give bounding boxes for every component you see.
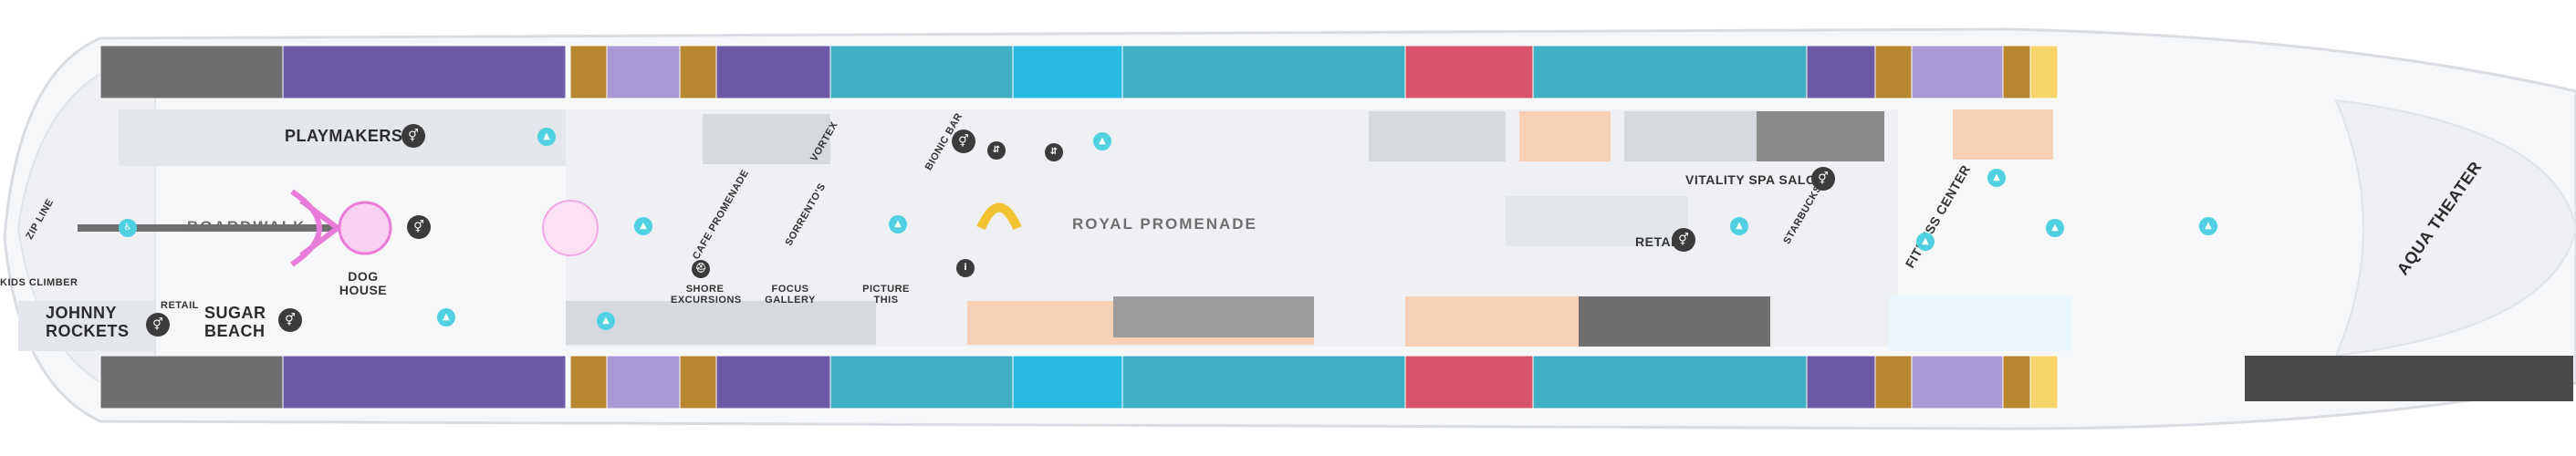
aqua-theater-right[interactable] — [2245, 356, 2573, 401]
stairs-icon[interactable]: ⇵ — [987, 141, 1006, 160]
cabin-block[interactable] — [569, 45, 608, 99]
elevator-icon[interactable]: ▲ — [1093, 132, 1111, 150]
venue-label-boardwalk[interactable]: BOARDWALK — [187, 218, 307, 235]
venue-label-sugar-beach[interactable]: SUGAR BEACH — [204, 304, 266, 340]
cabin-block[interactable] — [1012, 45, 1123, 99]
venue-label-retail-left[interactable]: RETAIL — [161, 300, 199, 311]
elevator-icon[interactable]: ▲ — [1987, 169, 2006, 187]
cabin-block[interactable] — [2002, 355, 2031, 409]
restroom-icon[interactable]: ⚥ — [1811, 167, 1835, 191]
restroom-icon[interactable]: ⚥ — [146, 313, 170, 337]
cabin-block[interactable] — [1806, 355, 1876, 409]
venue-label-johnny-rockets[interactable]: JOHNNY ROCKETS — [46, 304, 130, 340]
restroom-icon[interactable]: ⚥ — [407, 215, 431, 239]
excursion-block — [566, 301, 876, 345]
cabin-block[interactable] — [606, 355, 681, 409]
carousel-shape — [290, 189, 342, 267]
retail-block[interactable] — [1506, 196, 1688, 246]
promenade-arch — [976, 202, 1022, 231]
restroom-icon[interactable]: ⚥ — [278, 308, 302, 332]
boardwalk-carousel[interactable] — [338, 201, 392, 255]
venue-label-playmakers[interactable]: PLAYMAKERS — [285, 127, 403, 145]
cabin-block[interactable] — [679, 45, 717, 99]
cabin-block[interactable] — [282, 355, 567, 409]
elevator-icon[interactable]: ▲ — [597, 312, 615, 330]
cabin-block[interactable] — [1532, 45, 1808, 99]
elevator-icon[interactable]: ▲ — [1730, 217, 1748, 235]
cabin-block[interactable] — [1012, 355, 1123, 409]
promenade-dark-bottom — [1579, 296, 1770, 347]
cabin-block[interactable] — [715, 355, 831, 409]
cabin-block[interactable] — [1806, 45, 1876, 99]
elevator-icon[interactable]: ▲ — [889, 215, 907, 233]
stairs-icon[interactable]: ⇵ — [1045, 143, 1063, 161]
cabin-block[interactable] — [715, 45, 831, 99]
top-cabin-row — [99, 45, 2059, 99]
elevator-icon[interactable]: ▲ — [634, 217, 652, 235]
venue-label-focus-gallery[interactable]: FOCUS GALLERY — [765, 284, 816, 306]
elevator-icon[interactable]: ▲ — [2046, 219, 2064, 237]
elevator-icon[interactable]: ▲ — [537, 128, 556, 146]
promenade-west-block — [703, 114, 830, 164]
accessible-icon[interactable]: ♿ — [119, 219, 137, 237]
boardwalk-pink-disc — [542, 200, 599, 256]
cabin-block[interactable] — [1404, 45, 1534, 99]
cabin-block[interactable] — [1874, 355, 1913, 409]
cabin-block[interactable] — [2002, 45, 2031, 99]
cabin-block[interactable] — [1121, 45, 1406, 99]
cabin-block[interactable] — [2029, 45, 2059, 99]
cabin-block[interactable] — [1874, 45, 1913, 99]
cabin-block[interactable] — [99, 45, 284, 99]
cabin-block[interactable] — [282, 45, 567, 99]
venue-label-shore-excursions[interactable]: SHORE EXCURSIONS — [671, 284, 742, 306]
johnny-rockets-block[interactable] — [18, 301, 155, 351]
info-icon[interactable]: i — [956, 259, 975, 277]
cabin-block[interactable] — [1911, 355, 2004, 409]
venue-label-vitality-spa-salon[interactable]: VITALITY SPA SALON — [1685, 172, 1826, 187]
cabin-block[interactable] — [569, 355, 608, 409]
fitness-block[interactable] — [1889, 296, 2071, 351]
venue-label-dog-house[interactable]: DOG HOUSE — [339, 269, 388, 297]
playmakers-area[interactable] — [119, 109, 566, 166]
venue-label-picture-this[interactable]: PICTURE THIS — [862, 284, 910, 306]
spa-block-2 — [1757, 111, 1884, 161]
cabin-block[interactable] — [1404, 355, 1534, 409]
venue-label-royal-promenade[interactable]: ROYAL PROMENADE — [1072, 215, 1257, 233]
promenade-shops-top — [1369, 111, 1506, 161]
elevator-icon[interactable]: ▲ — [1916, 233, 1935, 251]
cabin-block[interactable] — [1911, 45, 2004, 99]
cabin-block[interactable] — [1121, 355, 1406, 409]
bow-deck — [2334, 98, 2576, 358]
cabin-block[interactable] — [99, 355, 284, 409]
venue-label-retail-right[interactable]: RETAIL — [1635, 234, 1684, 249]
fitness-block-top — [1953, 109, 2053, 160]
elevator-icon[interactable]: ▲ — [2199, 217, 2217, 235]
restroom-icon[interactable]: ⚥ — [402, 124, 425, 148]
promenade-gray-bottom — [1113, 296, 1314, 337]
bottom-cabin-row — [99, 355, 2059, 409]
promenade-peach-bottom — [1405, 296, 1606, 347]
restroom-icon[interactable]: ⚥ — [1672, 228, 1695, 252]
restroom-icon[interactable]: ⚥ — [952, 130, 975, 153]
cabin-block[interactable] — [679, 355, 717, 409]
cabin-block[interactable] — [606, 45, 681, 99]
promenade-peach-top — [1519, 111, 1611, 161]
cabin-block[interactable] — [1532, 355, 1808, 409]
cabin-block[interactable] — [2029, 355, 2059, 409]
venue-label-kids-climber[interactable]: KIDS CLIMBER — [0, 277, 78, 288]
lifejacket-icon[interactable]: ⛑ — [692, 260, 710, 278]
elevator-icon[interactable]: ▲ — [437, 308, 455, 326]
